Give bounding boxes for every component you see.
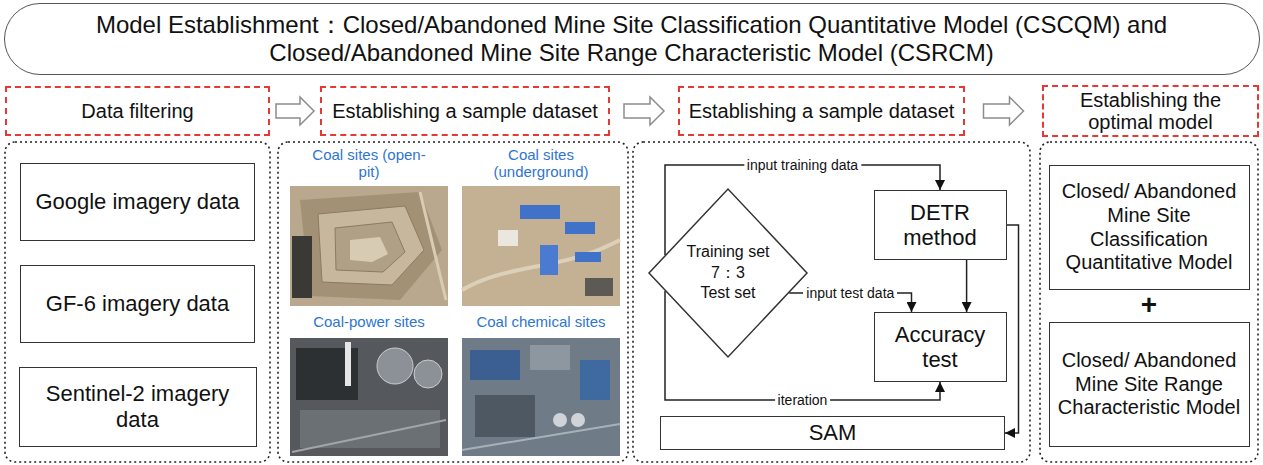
node-text: Closed/ Abandoned Mine Site Classificati… <box>1056 180 1243 274</box>
node-text: Training set <box>687 242 770 263</box>
node-text: Accuracy test <box>880 322 1001 373</box>
coal-pile <box>292 236 312 298</box>
rail-line <box>292 420 446 452</box>
building-roof <box>498 230 518 246</box>
image-caption: Coal chemical sites <box>461 313 621 330</box>
connector <box>665 165 940 255</box>
cooling-tower <box>414 360 442 388</box>
node-text: 7：3 <box>711 263 745 284</box>
dotted-panel <box>5 142 270 462</box>
model-box: Closed/ Abandoned Mine Site Range Charac… <box>1049 322 1250 447</box>
satellite-image <box>290 186 448 306</box>
storage-tank <box>571 413 585 427</box>
node-text: Establishing the optimal model <box>1048 89 1253 134</box>
dotted-panel <box>633 142 1030 462</box>
node-text: Establishing a sample dataset <box>689 100 955 122</box>
model-box: Closed/ Abandoned Mine Site Classificati… <box>1049 165 1250 290</box>
pit-terrace <box>335 222 405 272</box>
haul-road <box>420 192 446 300</box>
data-source-box: Google imagery data <box>20 163 255 241</box>
building-roof <box>580 360 610 400</box>
building-roof <box>520 205 560 219</box>
node-text: Google imagery data <box>35 189 239 215</box>
chimney <box>345 342 351 386</box>
satellite-image <box>462 338 620 456</box>
edge-label: iteration <box>775 392 831 409</box>
diamond-outline <box>648 188 808 358</box>
building-roof <box>530 345 570 370</box>
node-text: Sentinel-2 imagery data <box>28 381 248 434</box>
building-roof <box>540 245 558 275</box>
data-source-box: Sentinel-2 imagery data <box>19 367 257 447</box>
step-header: Data filtering <box>5 86 270 136</box>
image-caption: Coal sites (open-pit) <box>309 146 429 181</box>
node-text: Closed/ Abandoned Mine Site Range Charac… <box>1056 349 1243 420</box>
satellite-image <box>462 186 620 306</box>
plant-block <box>475 395 535 437</box>
image-caption: Coal-power sites <box>289 313 449 330</box>
step-arrow <box>276 97 314 125</box>
storage-tank <box>553 413 567 427</box>
edge-label: input training data <box>744 157 861 174</box>
node-text: Model Establishment：Closed/Abandoned Min… <box>31 11 1233 66</box>
step-header: Establishing a sample dataset <box>678 86 965 136</box>
step-arrow <box>624 97 664 125</box>
building-roof <box>470 350 520 380</box>
node-text: DETR method <box>880 200 1001 251</box>
plus-sign: + <box>1129 291 1169 319</box>
data-source-box: GF-6 imagery data <box>20 265 255 343</box>
process-box: SAM <box>660 416 1005 450</box>
pit-terrace <box>318 206 424 285</box>
dotted-panel <box>1040 142 1258 462</box>
step-header: Establishing a sample dataset <box>320 86 610 136</box>
connector <box>966 260 968 312</box>
node-text: Establishing a sample dataset <box>332 100 598 122</box>
building-roof <box>575 252 601 262</box>
building-roof <box>565 222 595 234</box>
diamond-shape <box>649 189 807 357</box>
step-arrow <box>984 97 1024 125</box>
connector <box>665 291 940 400</box>
process-box: DETR method <box>874 190 1007 260</box>
coal-yard <box>300 410 440 448</box>
connector <box>1005 225 1019 433</box>
coal-yard <box>585 278 613 296</box>
node-text: GF-6 imagery data <box>46 291 229 317</box>
rail-line <box>462 424 620 450</box>
decision-diamond: Training set7：3Test set <box>648 188 808 358</box>
node-text: Data filtering <box>81 100 193 122</box>
pit-floor <box>350 237 388 262</box>
pit-terrace <box>300 192 442 300</box>
node-text: Test set <box>700 283 755 304</box>
process-box: Accuracy test <box>874 312 1007 382</box>
cooling-tower <box>377 348 413 384</box>
title-box: Model Establishment：Closed/Abandoned Min… <box>4 3 1260 75</box>
image-caption: Coal sites (underground) <box>481 146 601 181</box>
connector <box>789 293 911 312</box>
step-header: Establishing the optimal model <box>1042 85 1259 138</box>
satellite-image <box>290 338 448 456</box>
edge-label: input test data <box>803 285 897 302</box>
node-text: SAM <box>809 420 857 445</box>
dotted-panel <box>278 142 628 462</box>
